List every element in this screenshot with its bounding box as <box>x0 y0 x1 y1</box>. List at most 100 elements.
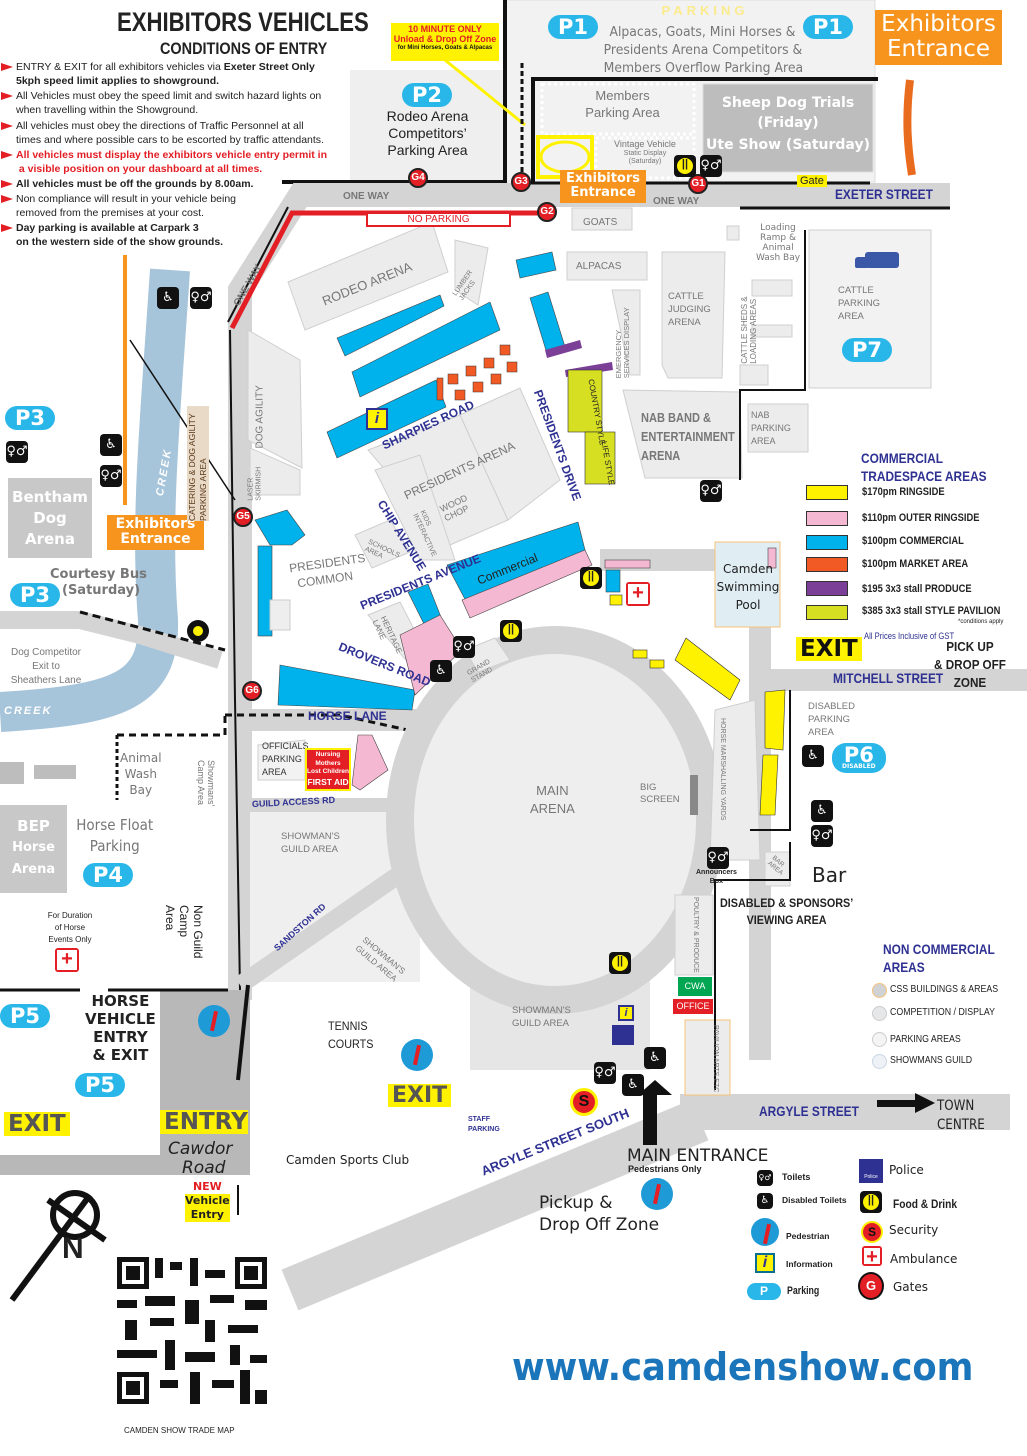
creek-label: CREEK <box>4 705 53 717</box>
legend-label: $100pm COMMERCIAL <box>862 535 964 547</box>
legend-swatch-style-pavilion <box>806 605 848 620</box>
viewing-area-label: DISABLED & SPONSORS’VIEWING AREA <box>720 896 854 927</box>
parking-badge-p7: P7 <box>842 338 893 362</box>
pedestrian-icon <box>198 1005 230 1037</box>
security-icon: S <box>861 1221 883 1243</box>
one-way-label: ONE WAY <box>653 196 700 207</box>
rule-item: All vehicles must display the exhibitors… <box>0 149 328 175</box>
street-argyle: ARGYLE STREET <box>759 1103 859 1119</box>
food-drink-icon: || <box>580 567 602 589</box>
area-emergency-services: EMERGENCY SERVICES DISPLAY <box>613 307 631 379</box>
legend-label: $100pm MARKET AREA <box>862 558 969 570</box>
legend-swatch-market <box>806 557 848 572</box>
gst-note: All Prices Inclusive of GST <box>864 631 955 641</box>
area-catering-parking: CATERING & DOG AGILITY PARKING AREA <box>187 406 209 521</box>
legend-swatch-produce <box>806 581 848 596</box>
police-icon: Police <box>859 1159 883 1183</box>
courtesy-bus-label: Courtesy Bus <box>50 567 147 582</box>
area-non-guild-camp: Non Guild Camp Area <box>163 905 205 959</box>
area-pavilion: PAVILION ARTS ETC <box>712 1025 719 1093</box>
conditions-note: *conditions apply <box>958 619 1004 625</box>
legend-swatch-competition <box>872 1006 887 1021</box>
one-way-label: ONE WAY <box>343 191 390 202</box>
parking-badge-p1: P1 <box>548 15 599 39</box>
legend-swatch-css-buildings <box>872 983 887 998</box>
page-subtitle: CONDITIONS OF ENTRY <box>160 39 328 58</box>
food-drink-icon: || <box>609 952 631 974</box>
police-icon <box>612 1025 634 1045</box>
pedestrian-icon <box>401 1039 433 1071</box>
rule-item: All Vehicles must obey the speed limit a… <box>0 90 322 116</box>
bus-stop-icon <box>187 620 209 642</box>
rule-item: All vehicles must obey the directions of… <box>1 120 324 146</box>
disabled-toilet-icon: ♿ <box>811 800 833 822</box>
legend-label: Pedestrian <box>786 1231 830 1241</box>
exit-sign: EXIT <box>388 1084 452 1107</box>
legend-label: $110pm OUTER RINGSIDE <box>862 512 980 524</box>
pedestrian-icon <box>751 1218 779 1246</box>
area-dog-agility: DOG AGILITY <box>254 385 266 449</box>
area-goats: GOATS <box>583 217 618 228</box>
pickup-zone-label: Pickup &Drop Off Zone <box>539 1193 660 1235</box>
area-laser-skirmish: LASER SKIRMISH <box>247 466 262 501</box>
legend-swatch-ringside <box>806 485 848 500</box>
area-horse-marshalling: HORSE MARSHALLING YARDS <box>719 718 726 821</box>
information-icon: i <box>366 408 388 430</box>
page-title: EXHIBITORS VEHICLES <box>117 7 369 37</box>
ambulance-icon <box>626 582 650 606</box>
no-parking-label: NO PARKING <box>366 212 511 227</box>
entry-sign: ENTRY <box>160 1110 248 1134</box>
gate-g5: G5 <box>233 507 253 527</box>
gate-g1: G1 <box>688 174 708 194</box>
toilets-icon: ♀♂ <box>100 465 122 487</box>
ambulance-icon <box>55 948 79 972</box>
exit-sign: EXIT <box>4 1112 70 1136</box>
information-icon: i <box>755 1253 775 1273</box>
town-centre-arrow-icon <box>877 1093 937 1113</box>
north-arrow: N <box>62 1232 84 1265</box>
sheep-dog-trials-label: Sheep Dog Trials(Friday)Ute Show (Saturd… <box>706 95 870 153</box>
street-exeter: EXETER STREET <box>835 186 933 202</box>
area-showmans-camp: Showmans’ Camp Area <box>196 760 216 807</box>
rule-item: Non compliance will result in your vehic… <box>0 193 237 219</box>
legend-label: Gates <box>893 1280 928 1294</box>
gate-g6: G6 <box>242 681 262 701</box>
parking-badge-p3: P3 <box>5 406 56 430</box>
legend-label: CSS BUILDINGS & AREAS <box>890 984 999 995</box>
legend-label: $170pm RINGSIDE <box>862 486 945 498</box>
parking-badge-p5: P5 <box>0 1004 51 1028</box>
main-entrance-label: MAIN ENTRANCE <box>627 1146 769 1166</box>
parking-icon: P <box>747 1283 781 1300</box>
gate-g3: G3 <box>511 172 531 192</box>
street-mitchell: MITCHELL STREET <box>833 670 944 686</box>
information-icon: i <box>618 1005 634 1021</box>
map-caption: CAMDEN SHOW TRADE MAP <box>124 1426 235 1435</box>
disabled-toilet-icon: ♿ <box>644 1047 666 1069</box>
website-link[interactable]: www.camdenshow.com <box>512 1345 974 1389</box>
disabled-toilet-icon: ♿ <box>802 745 824 767</box>
disabled-toilet-icon: ♿ <box>430 660 452 682</box>
office-label: OFFICE <box>673 999 713 1014</box>
legend-label: Police <box>889 1163 924 1177</box>
food-drink-icon: || <box>500 620 522 642</box>
legend-label: COMPETITION / DISPLAY <box>890 1007 995 1018</box>
callout-line: for Mini Horses, Goats & Alpacas <box>397 44 493 51</box>
